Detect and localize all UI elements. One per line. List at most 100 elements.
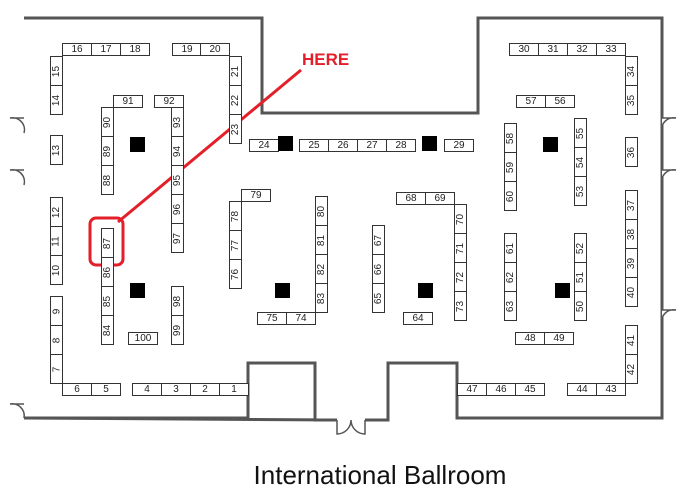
booth-number: 68: [405, 193, 417, 204]
booth-23: 23: [229, 114, 242, 144]
booth-22: 22: [229, 85, 242, 115]
booth-number: 53: [575, 185, 586, 197]
booth-35: 35: [625, 85, 638, 115]
booth-number: 65: [373, 292, 384, 304]
booth-4: 4: [132, 383, 162, 396]
pillar-icon: [130, 283, 145, 298]
booth-number: 48: [524, 333, 536, 344]
booth-44: 44: [567, 383, 597, 396]
booth-8: 8: [50, 325, 63, 355]
booth-1: 1: [219, 383, 249, 396]
booth-64: 64: [403, 312, 433, 325]
booth-number: 5: [103, 384, 109, 395]
booth-65: 65: [372, 283, 385, 313]
booth-number: 17: [100, 44, 112, 55]
pillar-icon: [418, 283, 433, 298]
booth-number: 60: [505, 190, 516, 202]
booth-31: 31: [538, 43, 568, 56]
booth-number: 75: [266, 313, 278, 324]
booth-number: 28: [395, 140, 407, 151]
booth-number: 98: [172, 295, 183, 307]
booth-number: 81: [316, 234, 327, 246]
booth-number: 64: [412, 313, 424, 324]
booth-20: 20: [200, 43, 230, 56]
booth-21: 21: [229, 56, 242, 86]
booth-49: 49: [544, 332, 574, 345]
booth-number: 47: [466, 384, 478, 395]
pillar-icon: [130, 137, 145, 152]
booth-62: 62: [504, 262, 517, 292]
booth-27: 27: [357, 139, 387, 152]
booth-77: 77: [229, 230, 242, 260]
booth-26: 26: [328, 139, 358, 152]
booth-number: 18: [129, 44, 141, 55]
booth-42: 42: [625, 354, 638, 384]
pillar-icon: [555, 283, 570, 298]
booth-18: 18: [120, 43, 150, 56]
booth-number: 63: [505, 300, 516, 312]
booth-number: 93: [172, 116, 183, 128]
booth-14: 14: [50, 85, 63, 115]
booth-86: 86: [101, 257, 114, 287]
booth-15: 15: [50, 56, 63, 86]
booth-number: 57: [525, 96, 537, 107]
booth-25: 25: [299, 139, 329, 152]
booth-number: 32: [576, 44, 588, 55]
booth-5: 5: [91, 383, 121, 396]
booth-number: 87: [102, 237, 113, 249]
booth-number: 10: [51, 264, 62, 276]
booth-number: 72: [455, 271, 466, 283]
booth-100: 100: [128, 332, 158, 345]
booth-number: 58: [505, 132, 516, 144]
booth-number: 71: [455, 242, 466, 254]
booth-99: 99: [171, 315, 184, 345]
booth-30: 30: [509, 43, 539, 56]
booth-45: 45: [515, 383, 545, 396]
booth-80: 80: [315, 196, 328, 226]
booth-76: 76: [229, 259, 242, 289]
booth-37: 37: [625, 190, 638, 220]
pillar-icon: [278, 136, 293, 151]
booth-number: 12: [51, 206, 62, 218]
booth-3: 3: [161, 383, 191, 396]
booth-number: 30: [518, 44, 530, 55]
pillar-icon: [275, 283, 290, 298]
booth-number: 42: [626, 363, 637, 375]
booth-number: 35: [626, 94, 637, 106]
booth-74: 74: [286, 312, 316, 325]
door-icon: [9, 117, 677, 435]
booth-number: 34: [626, 65, 637, 77]
booth-75: 75: [257, 312, 287, 325]
booth-number: 15: [51, 65, 62, 77]
booth-number: 99: [172, 324, 183, 336]
booth-number: 27: [366, 140, 378, 151]
booth-54: 54: [574, 147, 587, 177]
booth-61: 61: [504, 233, 517, 263]
booth-number: 91: [122, 96, 134, 107]
booth-number: 90: [102, 116, 113, 128]
booth-number: 92: [163, 96, 175, 107]
booth-number: 26: [337, 140, 349, 151]
booth-number: 74: [295, 313, 307, 324]
booth-number: 69: [434, 193, 446, 204]
booth-number: 79: [250, 190, 262, 201]
booth-67: 67: [372, 225, 385, 255]
booth-number: 13: [51, 144, 62, 156]
booth-number: 84: [102, 324, 113, 336]
booth-number: 39: [626, 257, 637, 269]
booth-number: 19: [181, 44, 193, 55]
booth-88: 88: [101, 165, 114, 195]
booth-52: 52: [574, 233, 587, 263]
booth-43: 43: [596, 383, 626, 396]
booth-59: 59: [504, 152, 517, 182]
booth-87: 87: [101, 228, 114, 258]
booth-number: 21: [230, 65, 241, 77]
pillar-icon: [543, 137, 558, 152]
here-label: HERE: [302, 50, 350, 69]
booth-46: 46: [486, 383, 516, 396]
booth-number: 94: [172, 145, 183, 157]
booth-number: 6: [74, 384, 80, 395]
booth-16: 16: [62, 43, 92, 56]
